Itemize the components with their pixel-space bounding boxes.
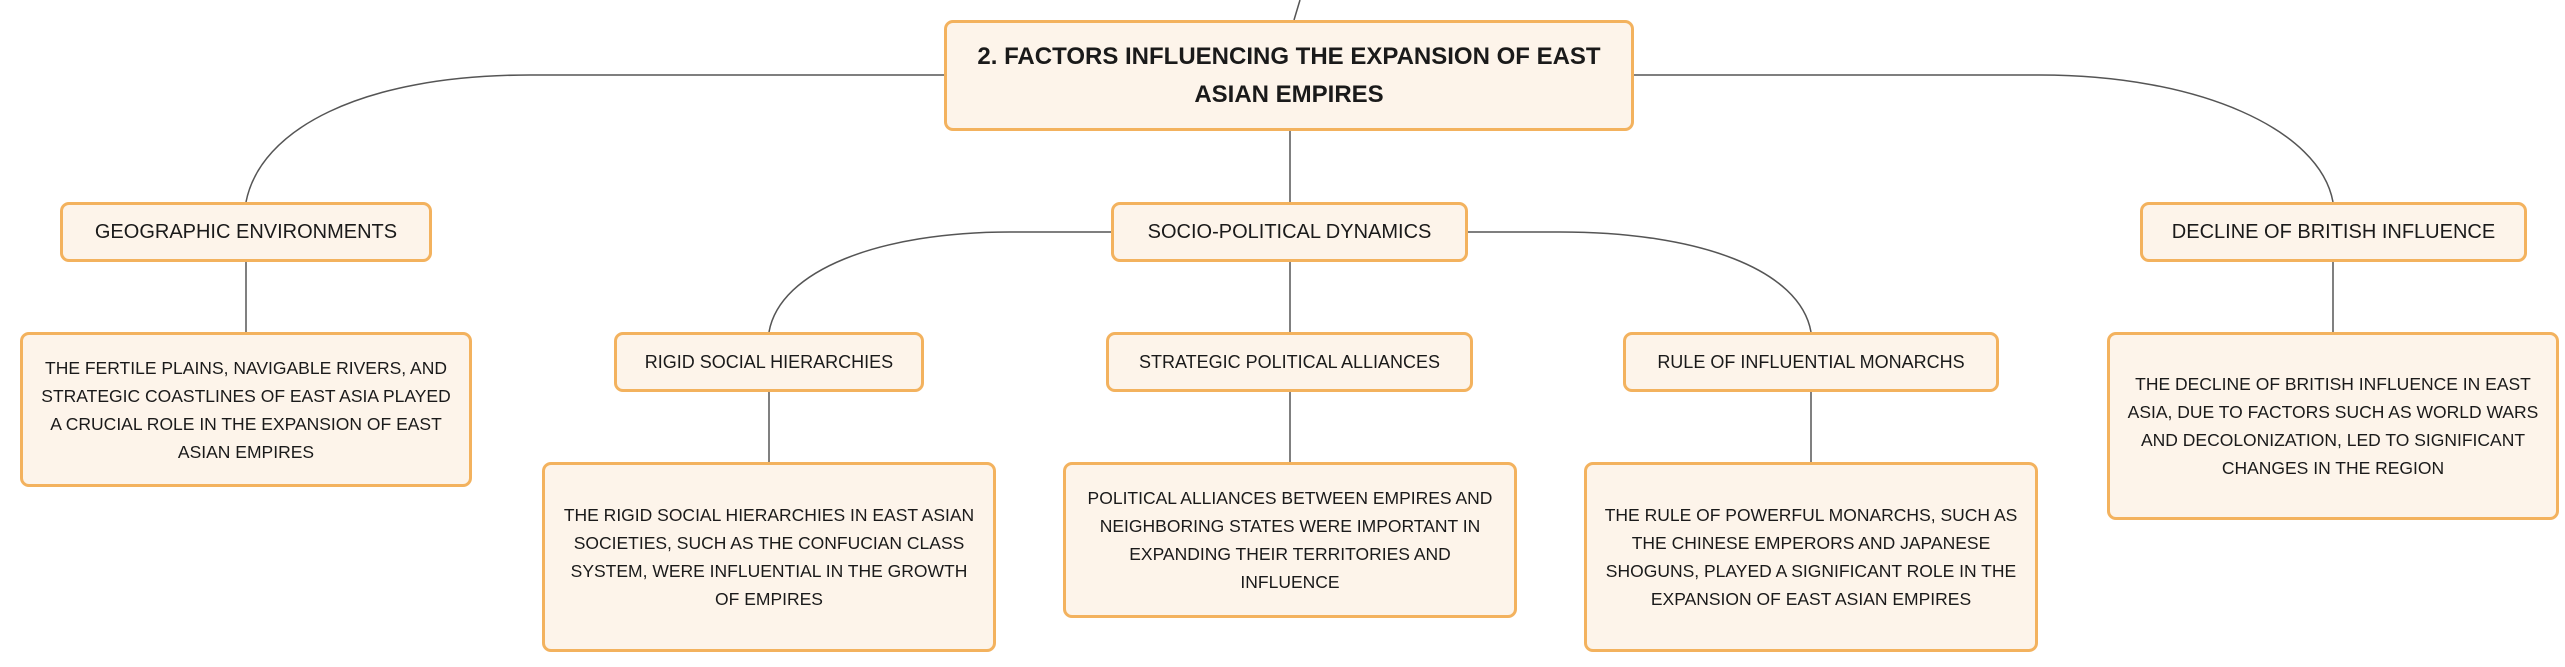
- description-strategic-political-alliances[interactable]: POLITICAL ALLIANCES BETWEEN EMPIRES AND …: [1063, 462, 1517, 618]
- root-topic-label: 2. FACTORS INFLUENCING THE EXPANSION OF …: [977, 43, 1601, 108]
- description-decline-of-british-influence[interactable]: THE DECLINE OF BRITISH INFLUENCE IN EAST…: [2107, 332, 2559, 520]
- subtopic-label: RIGID SOCIAL HIERARCHIES: [644, 351, 894, 372]
- connector-root-to-geographic: [245, 74, 944, 203]
- connector-root-to-british: [1634, 74, 2334, 203]
- description-rule-of-influential-monarchs[interactable]: THE RULE OF POWERFUL MONARCHS, SUCH AS T…: [1584, 462, 2038, 652]
- topic-label: DECLINE OF BRITISH INFLUENCE: [2171, 220, 2496, 243]
- connector-socio-to-monarchs: [1468, 231, 1812, 333]
- description-text: THE RULE OF POWERFUL MONARCHS, SUCH AS T…: [1604, 505, 2018, 609]
- connector-parent-to-root: [1293, 0, 1301, 21]
- description-rigid-social-hierarchies[interactable]: THE RIGID SOCIAL HIERARCHIES IN EAST ASI…: [542, 462, 996, 652]
- topic-decline-of-british-influence[interactable]: DECLINE OF BRITISH INFLUENCE: [2140, 202, 2527, 262]
- root-topic-node[interactable]: 2. FACTORS INFLUENCING THE EXPANSION OF …: [944, 20, 1634, 131]
- description-geographic-environments[interactable]: THE FERTILE PLAINS, NAVIGABLE RIVERS, AN…: [20, 332, 472, 487]
- subtopic-rule-of-influential-monarchs[interactable]: RULE OF INFLUENTIAL MONARCHS: [1623, 332, 1999, 392]
- topic-geographic-environments[interactable]: GEOGRAPHIC ENVIRONMENTS: [60, 202, 432, 262]
- description-text: THE RIGID SOCIAL HIERARCHIES IN EAST ASI…: [563, 505, 975, 609]
- topic-label: GEOGRAPHIC ENVIRONMENTS: [94, 220, 398, 243]
- description-text: THE FERTILE PLAINS, NAVIGABLE RIVERS, AN…: [41, 357, 451, 462]
- connector-socio-to-rigid: [768, 231, 1111, 333]
- subtopic-rigid-social-hierarchies[interactable]: RIGID SOCIAL HIERARCHIES: [614, 332, 924, 392]
- topic-socio-political-dynamics[interactable]: SOCIO-POLITICAL DYNAMICS: [1111, 202, 1468, 262]
- subtopic-strategic-political-alliances[interactable]: STRATEGIC POLITICAL ALLIANCES: [1106, 332, 1473, 392]
- subtopic-label: STRATEGIC POLITICAL ALLIANCES: [1138, 351, 1441, 372]
- topic-label: SOCIO-POLITICAL DYNAMICS: [1147, 220, 1432, 243]
- description-text: THE DECLINE OF BRITISH INFLUENCE IN EAST…: [2127, 374, 2539, 478]
- subtopic-label: RULE OF INFLUENTIAL MONARCHS: [1657, 351, 1965, 372]
- description-text: POLITICAL ALLIANCES BETWEEN EMPIRES AND …: [1087, 488, 1493, 592]
